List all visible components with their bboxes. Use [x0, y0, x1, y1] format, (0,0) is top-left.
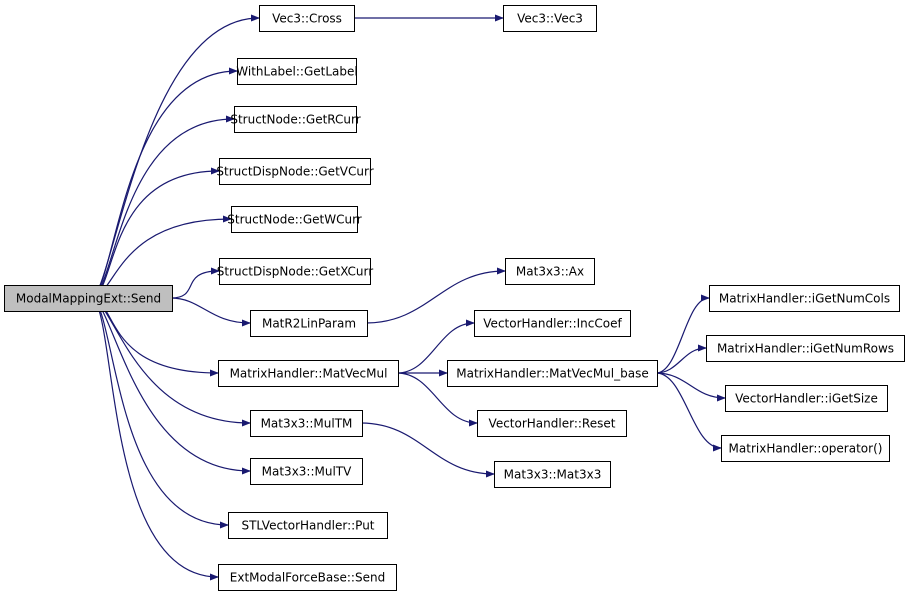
- edge-matrixhandler-matvecmul-to-vectorhandler-inccoef: [396, 319, 475, 374]
- edge-root-to-withlabel-getlabel: [93, 67, 238, 299]
- node-label: ExtModalForceBase::Send: [230, 571, 385, 585]
- node-label: MatR2LinParam: [262, 317, 356, 331]
- edge-root-to-mat3x3-multv: [93, 297, 251, 475]
- node-box: [474, 310, 631, 337]
- edge-root-to-stlvectorhandler-put: [93, 297, 229, 529]
- node-box: [706, 335, 905, 362]
- node-stlvectorhandler-put[interactable]: STLVectorHandler::Put: [228, 512, 388, 539]
- node-label: MatrixHandler::iGetNumRows: [717, 342, 894, 356]
- node-box: [447, 360, 658, 387]
- node-label: VectorHandler::IncCoef: [483, 317, 622, 331]
- node-box: [709, 285, 900, 312]
- edge-matrixhandler-matvecmul-to-vectorhandler-reset: [396, 372, 478, 427]
- node-label: StructNode::GetRCurr: [230, 113, 360, 127]
- node-label: Vec3::Cross: [272, 12, 342, 26]
- node-label: MatrixHandler::operator(): [729, 442, 883, 456]
- node-label: Vec3::Vec3: [517, 12, 583, 26]
- node-label: MatrixHandler::MatVecMul_base: [456, 367, 648, 381]
- node-matrixhandler-matvecmul[interactable]: MatrixHandler::MatVecMul: [218, 360, 399, 387]
- node-label: VectorHandler::Reset: [489, 417, 616, 431]
- node-label: VectorHandler::iGetSize: [735, 392, 878, 406]
- node-box: [503, 5, 597, 32]
- node-box: [228, 512, 388, 539]
- edges: [93, 14, 726, 581]
- node-root[interactable]: ModalMappingExt::Send: [4, 285, 173, 312]
- node-label: StructDispNode::GetXCurr: [217, 265, 373, 279]
- node-box: [234, 106, 357, 133]
- node-box: [250, 310, 368, 337]
- node-label: Mat3x3::MulTV: [262, 465, 352, 479]
- node-label: STLVectorHandler::Put: [241, 519, 374, 533]
- edge-matrixhandler-matvecmul-base-to-matrixhandler-igetnumrows: [655, 344, 707, 374]
- node-label: MatrixHandler::MatVecMul: [230, 367, 388, 381]
- node-box: [218, 564, 397, 591]
- node-label: StructDispNode::GetVCurr: [216, 165, 373, 179]
- node-box: [237, 58, 357, 85]
- node-box: [219, 158, 371, 185]
- node-box: [231, 206, 358, 233]
- node-structdispnode-getxcurr[interactable]: StructDispNode::GetXCurr: [217, 258, 373, 285]
- node-label: WithLabel::GetLabel: [236, 65, 357, 79]
- node-label: StructNode::GetWCurr: [227, 213, 362, 227]
- edge-matrixhandler-matvecmul-base-to-matrixhandler-igetnumcols: [655, 294, 710, 374]
- node-label: ModalMappingExt::Send: [16, 292, 161, 306]
- edge-matr2linparam-to-mat3x3-ax: [365, 267, 506, 324]
- node-matr2linparam[interactable]: MatR2LinParam: [250, 310, 368, 337]
- node-box: [4, 285, 173, 312]
- node-matrixhandler-operator[interactable]: MatrixHandler::operator(): [721, 435, 890, 462]
- node-extmodalforcebase-send[interactable]: ExtModalForceBase::Send: [218, 564, 397, 591]
- node-matrixhandler-matvecmul-base[interactable]: MatrixHandler::MatVecMul_base: [447, 360, 658, 387]
- node-structnode-getwcurr[interactable]: StructNode::GetWCurr: [227, 206, 362, 233]
- node-box: [219, 258, 371, 285]
- edge-root-to-structdispnode-getxcurr: [170, 267, 220, 299]
- node-box: [250, 458, 363, 485]
- edge-matrixhandler-matvecmul-base-to-matrixhandler-operator: [655, 372, 722, 452]
- node-box: [721, 435, 890, 462]
- node-matrixhandler-igetnumrows[interactable]: MatrixHandler::iGetNumRows: [706, 335, 905, 362]
- node-box: [250, 410, 363, 437]
- node-label: MatrixHandler::iGetNumCols: [719, 292, 890, 306]
- node-vectorhandler-reset[interactable]: VectorHandler::Reset: [477, 410, 627, 437]
- node-box: [477, 410, 627, 437]
- node-withlabel-getlabel[interactable]: WithLabel::GetLabel: [236, 58, 358, 85]
- node-label: Mat3x3::MulTM: [261, 417, 353, 431]
- edge-matrixhandler-matvecmul-base-to-vectorhandler-igetsize: [655, 372, 726, 402]
- node-mat3x3-multv[interactable]: Mat3x3::MulTV: [250, 458, 363, 485]
- node-label: Mat3x3::Ax: [516, 265, 584, 279]
- edge-mat3x3-multm-to-mat3x3-mat3x3: [360, 422, 495, 478]
- node-vectorhandler-igetsize[interactable]: VectorHandler::iGetSize: [725, 385, 888, 412]
- node-mat3x3-mat3x3[interactable]: Mat3x3::Mat3x3: [494, 461, 611, 488]
- node-box: [505, 258, 595, 285]
- node-box: [494, 461, 611, 488]
- node-box: [725, 385, 888, 412]
- node-vec3-vec3[interactable]: Vec3::Vec3: [503, 5, 597, 32]
- node-vectorhandler-inccoef[interactable]: VectorHandler::IncCoef: [474, 310, 631, 337]
- nodes: ModalMappingExt::Send Vec3::Cross Vec3::Ve…: [4, 5, 905, 591]
- node-box: [259, 5, 355, 32]
- node-label: Mat3x3::Mat3x3: [504, 468, 602, 482]
- node-matrixhandler-igetnumcols[interactable]: MatrixHandler::iGetNumCols: [709, 285, 900, 312]
- edge-root-to-structnode-getrcurr: [93, 115, 235, 299]
- edge-root-to-matr2linparam: [170, 297, 251, 327]
- node-vec3-cross[interactable]: Vec3::Cross: [259, 5, 355, 32]
- node-structdispnode-getvcurr[interactable]: StructDispNode::GetVCurr: [216, 158, 374, 185]
- node-mat3x3-multm[interactable]: Mat3x3::MulTM: [250, 410, 363, 437]
- node-box: [218, 360, 399, 387]
- edge-root-to-extmodalforcebase-send: [93, 297, 219, 581]
- node-structnode-getrcurr[interactable]: StructNode::GetRCurr: [230, 106, 361, 133]
- node-mat3x3-ax[interactable]: Mat3x3::Ax: [505, 258, 595, 285]
